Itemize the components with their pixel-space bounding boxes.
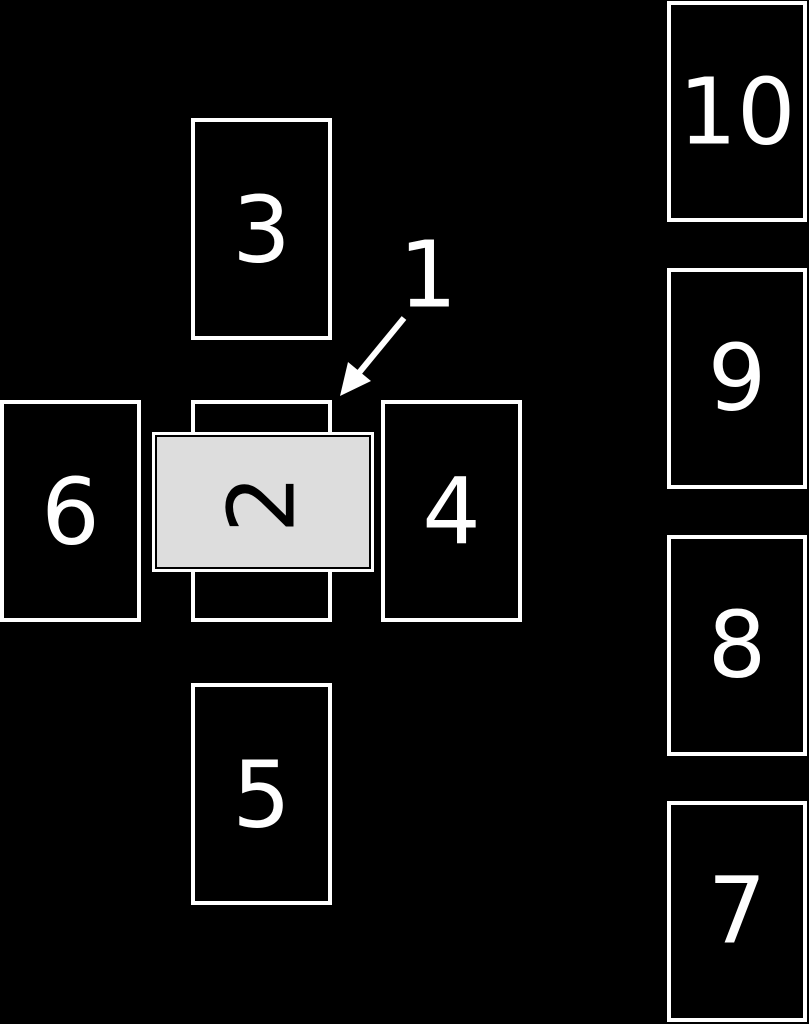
card-5: 5 [191, 683, 332, 905]
card-6: 6 [0, 400, 141, 622]
card-10: 10 [667, 1, 807, 222]
card-9-label: 9 [708, 325, 767, 432]
card-7-frame [667, 801, 807, 1022]
card-8-frame [667, 535, 807, 756]
card-4-frame [381, 400, 522, 622]
card-5-frame [191, 683, 332, 905]
card-7: 7 [667, 801, 807, 1022]
card-10-label: 10 [678, 59, 795, 166]
card-4-label: 4 [422, 459, 481, 566]
card-4: 4 [381, 400, 522, 622]
card-3-label: 3 [232, 177, 291, 284]
card-3: 3 [191, 118, 332, 340]
crossing-card-2-label: 2 [209, 475, 316, 534]
card-3-frame [191, 118, 332, 340]
crossing-card-2: 2 [152, 432, 374, 572]
card-10-frame [667, 1, 807, 222]
card-5-label: 5 [232, 742, 291, 849]
card-9-frame [667, 268, 807, 489]
card-6-frame [0, 400, 141, 622]
card-6-label: 6 [41, 459, 100, 566]
callout-arrow-head [340, 362, 371, 396]
card-8: 8 [667, 535, 807, 756]
card-9: 9 [667, 268, 807, 489]
callout-arrow-line [355, 316, 407, 376]
callout-1-label: 1 [399, 222, 458, 329]
card-7-label: 7 [708, 858, 767, 965]
card-8-label: 8 [708, 592, 767, 699]
callout-1: 1 [340, 222, 458, 396]
crossing-card-2-face [155, 435, 371, 569]
